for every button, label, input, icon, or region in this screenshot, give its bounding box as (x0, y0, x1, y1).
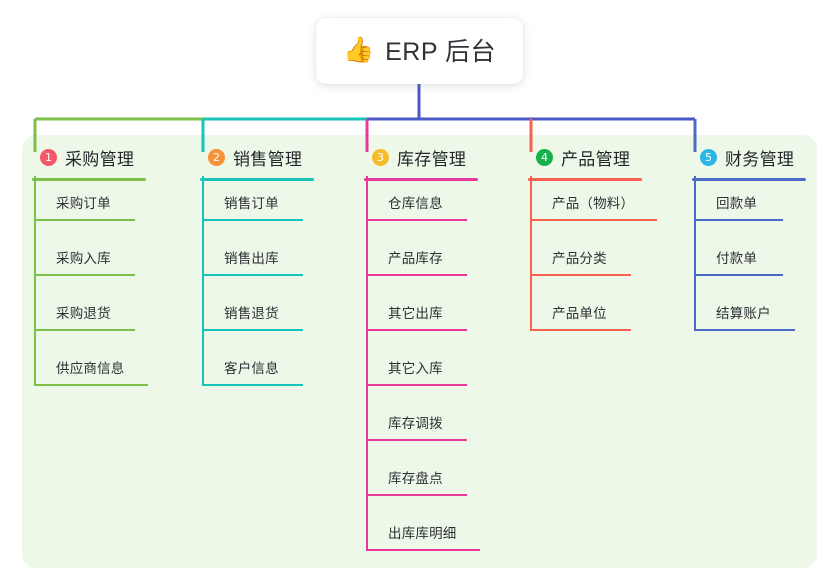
branch-column-5: 5 财务管理回款单付款单结算账户 (692, 144, 806, 346)
leaf-node-label: 供应商信息 (56, 361, 125, 376)
leaf-node-underline (383, 274, 467, 276)
leaf-node-underline (383, 439, 467, 441)
branch-underline-4 (528, 178, 642, 181)
branch-badge-4: 4 (536, 148, 553, 166)
leaf-node[interactable]: 其它入库 (364, 346, 478, 401)
leaf-node-underline (711, 219, 783, 221)
branch-header-3[interactable]: 3 库存管理 (364, 144, 478, 170)
branch-badge-3: 3 (372, 148, 389, 166)
branch-underline-3 (364, 178, 478, 181)
leaf-node-label: 产品（物料） (552, 196, 635, 211)
leaf-node[interactable]: 回款单 (692, 181, 806, 236)
leaf-node-underline (219, 384, 303, 386)
leaf-node-underline (383, 219, 467, 221)
leaf-node[interactable]: 结算账户 (692, 291, 806, 346)
branch-title-1: 采购管理 (65, 149, 135, 169)
branch-badge-5: 5 (700, 148, 717, 166)
thumbs-up-icon: 👍 (342, 35, 375, 64)
branch-column-2: 2 销售管理销售订单销售出库销售退货客户信息 (200, 144, 314, 401)
leaf-node-label: 产品分类 (552, 251, 607, 266)
leaf-node[interactable]: 采购退货 (32, 291, 146, 346)
branch-header-5[interactable]: 5 财务管理 (692, 144, 806, 170)
branch-column-4: 4 产品管理产品（物料） 产品分类产品单位 (528, 144, 657, 346)
leaf-node-underline (383, 494, 467, 496)
leaf-node[interactable]: 付款单 (692, 236, 806, 291)
leaf-node[interactable]: 供应商信息 (32, 346, 148, 401)
leaf-node-label: 仓库信息 (388, 196, 443, 211)
leaf-node-label: 回款单 (716, 196, 758, 211)
branch-title-5: 财务管理 (725, 149, 795, 169)
leaf-node-underline (51, 384, 148, 386)
leaf-node[interactable]: 其它出库 (364, 291, 478, 346)
branch-title-4: 产品管理 (561, 149, 631, 169)
leaf-node-underline (547, 274, 631, 276)
leaf-node-underline (383, 384, 467, 386)
leaf-node-label: 库存盘点 (388, 471, 443, 486)
leaf-node[interactable]: 库存盘点 (364, 456, 478, 511)
leaf-node[interactable]: 产品库存 (364, 236, 478, 291)
branch-items-1: 采购订单采购入库采购退货供应商信息 (32, 181, 148, 401)
leaf-node[interactable]: 库存调拨 (364, 401, 478, 456)
leaf-node-label: 采购入库 (56, 251, 111, 266)
branch-items-4: 产品（物料） 产品分类产品单位 (528, 181, 657, 346)
leaf-node[interactable]: 销售订单 (200, 181, 314, 236)
leaf-node-label: 库存调拨 (388, 416, 443, 431)
leaf-node[interactable]: 出库库明细 (364, 511, 480, 566)
leaf-node-label: 销售退货 (224, 306, 279, 321)
leaf-node-underline (219, 219, 303, 221)
root-node-erp-backend[interactable]: 👍 ERP 后台 (316, 18, 523, 84)
leaf-node-label: 出库库明细 (388, 526, 457, 541)
leaf-node-underline (711, 329, 795, 331)
branch-title-2: 销售管理 (233, 149, 303, 169)
leaf-node-underline (547, 219, 657, 221)
branch-underline-5 (692, 178, 806, 181)
branch-items-5: 回款单付款单结算账户 (692, 181, 806, 346)
leaf-node-label: 销售订单 (224, 196, 279, 211)
leaf-node[interactable]: 采购入库 (32, 236, 146, 291)
leaf-node-underline (547, 329, 631, 331)
branch-items-2: 销售订单销售出库销售退货客户信息 (200, 181, 314, 401)
leaf-node-label: 结算账户 (716, 306, 771, 321)
leaf-node-label: 产品单位 (552, 306, 607, 321)
leaf-node[interactable]: 产品（物料） (528, 181, 657, 236)
root-node-label: ERP 后台 (385, 38, 497, 66)
leaf-node-underline (51, 329, 135, 331)
leaf-node-label: 其它出库 (388, 306, 443, 321)
branch-header-4[interactable]: 4 产品管理 (528, 144, 642, 170)
branch-header-2[interactable]: 2 销售管理 (200, 144, 314, 170)
root-node-content: 👍 ERP 后台 (343, 32, 496, 68)
leaf-node-underline (219, 329, 303, 331)
leaf-node-underline (383, 329, 467, 331)
leaf-node-underline (383, 549, 480, 551)
leaf-node-label: 客户信息 (224, 361, 279, 376)
branch-badge-2: 2 (208, 148, 225, 166)
branch-badge-1: 1 (40, 148, 57, 166)
leaf-node[interactable]: 产品分类 (528, 236, 642, 291)
leaf-node-underline (219, 274, 303, 276)
branch-items-3: 仓库信息产品库存其它出库其它入库库存调拨库存盘点出库库明细 (364, 181, 480, 566)
leaf-node-underline (51, 219, 135, 221)
leaf-node-label: 销售出库 (224, 251, 279, 266)
leaf-node-label: 采购退货 (56, 306, 111, 321)
leaf-node-underline (711, 274, 783, 276)
leaf-node-underline (51, 274, 135, 276)
branch-title-3: 库存管理 (397, 149, 467, 169)
leaf-node[interactable]: 采购订单 (32, 181, 146, 236)
leaf-node[interactable]: 产品单位 (528, 291, 642, 346)
leaf-node[interactable]: 客户信息 (200, 346, 314, 401)
leaf-node-label: 其它入库 (388, 361, 443, 376)
leaf-node[interactable]: 仓库信息 (364, 181, 478, 236)
leaf-node-label: 产品库存 (388, 251, 443, 266)
branch-header-1[interactable]: 1 采购管理 (32, 144, 146, 170)
leaf-node[interactable]: 销售退货 (200, 291, 314, 346)
leaf-node-label: 采购订单 (56, 196, 111, 211)
branch-underline-2 (200, 178, 314, 181)
branch-column-3: 3 库存管理仓库信息产品库存其它出库其它入库库存调拨库存盘点出库库明细 (364, 144, 480, 566)
branch-column-1: 1 采购管理采购订单采购入库采购退货供应商信息 (32, 144, 148, 401)
branch-underline-1 (32, 178, 146, 181)
leaf-node-label: 付款单 (716, 251, 758, 266)
leaf-node[interactable]: 销售出库 (200, 236, 314, 291)
